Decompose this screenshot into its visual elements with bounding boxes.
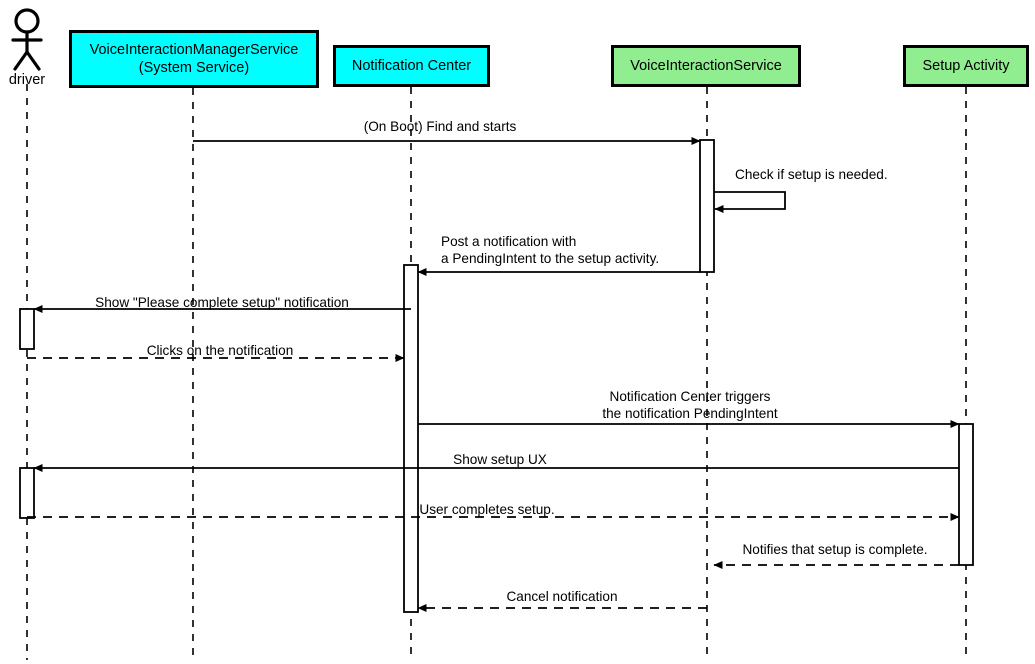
message-label-m1: (On Boot) Find and starts [363,119,517,134]
actor-figures-layer [11,8,43,71]
participant-box-vims[interactable]: VoiceInteractionManagerService (System S… [69,30,319,88]
activation-bar-driver [19,308,35,350]
participant-box-vis[interactable]: VoiceInteractionService [611,45,801,87]
message-label-m3: Post a notification with a PendingIntent… [441,234,660,266]
message-label-m4: Show "Please complete setup" notificatio… [95,295,349,310]
message-label-m2: Check if setup is needed. [735,167,888,182]
participant-label-vims: VoiceInteractionManagerService (System S… [89,41,299,76]
participant-label-setupactivity: Setup Activity [922,57,1010,74]
participant-label-vis: VoiceInteractionService [630,57,782,74]
message-label-m5: Clicks on the notification [146,343,294,358]
message-arrows-layer [27,137,960,612]
participant-box-setupactivity[interactable]: Setup Activity [903,45,1029,87]
message-label-m6: Notification Center triggers the notific… [602,389,778,421]
participant-box-notifcenter[interactable]: Notification Center [333,45,490,87]
message-label-m7: Show setup UX [453,452,547,467]
actor-figure-driver [11,8,43,71]
participant-label-notifcenter: Notification Center [351,57,472,74]
activation-bar-driver [19,467,35,519]
message-label-m9: Notifies that setup is complete. [742,542,928,557]
participant-label-driver: driver [8,72,46,88]
activation-bar-setupactivity [958,423,974,566]
activation-bars-layer [19,139,974,613]
message-m2-self [714,191,786,213]
message-label-m8: User completes setup. [419,502,555,517]
activation-bar-vis [699,139,715,273]
activation-bar-notifcenter [403,264,419,613]
message-label-m10: Cancel notification [506,589,618,604]
